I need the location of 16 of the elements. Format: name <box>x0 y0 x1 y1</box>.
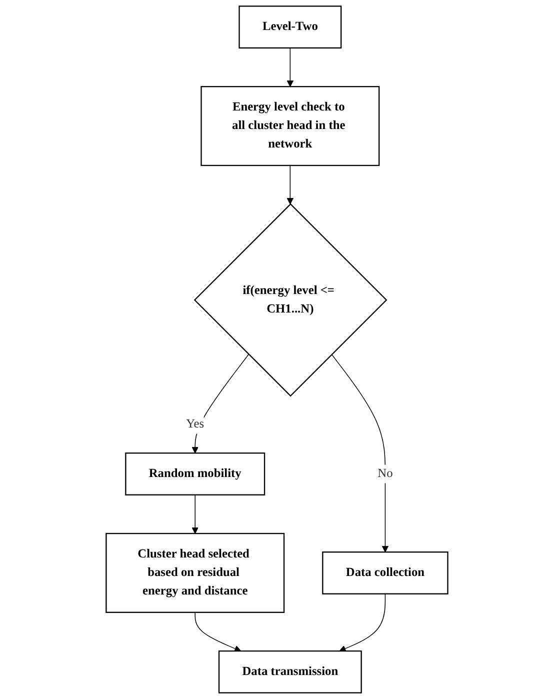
arrow <box>339 593 386 652</box>
node-box: Cluster head selected based on residual energy and distance <box>106 532 285 613</box>
arrow <box>286 48 294 87</box>
node-box: Data transmission <box>218 650 362 694</box>
node-box: Level-Two <box>238 6 342 49</box>
arrow <box>331 354 389 552</box>
edge-label: No <box>378 467 393 480</box>
arrow <box>194 612 242 652</box>
node-box: Data collection <box>322 552 448 594</box>
arrow <box>286 165 294 204</box>
node-box: Energy level check to all cluster head in the network <box>200 86 380 166</box>
edge-label: Yes <box>186 418 204 431</box>
arrow <box>192 354 250 454</box>
arrow <box>192 494 199 534</box>
node-diamond: if(energy level <= CH1...N) <box>194 203 388 397</box>
node-box: Random mobility <box>125 452 266 496</box>
